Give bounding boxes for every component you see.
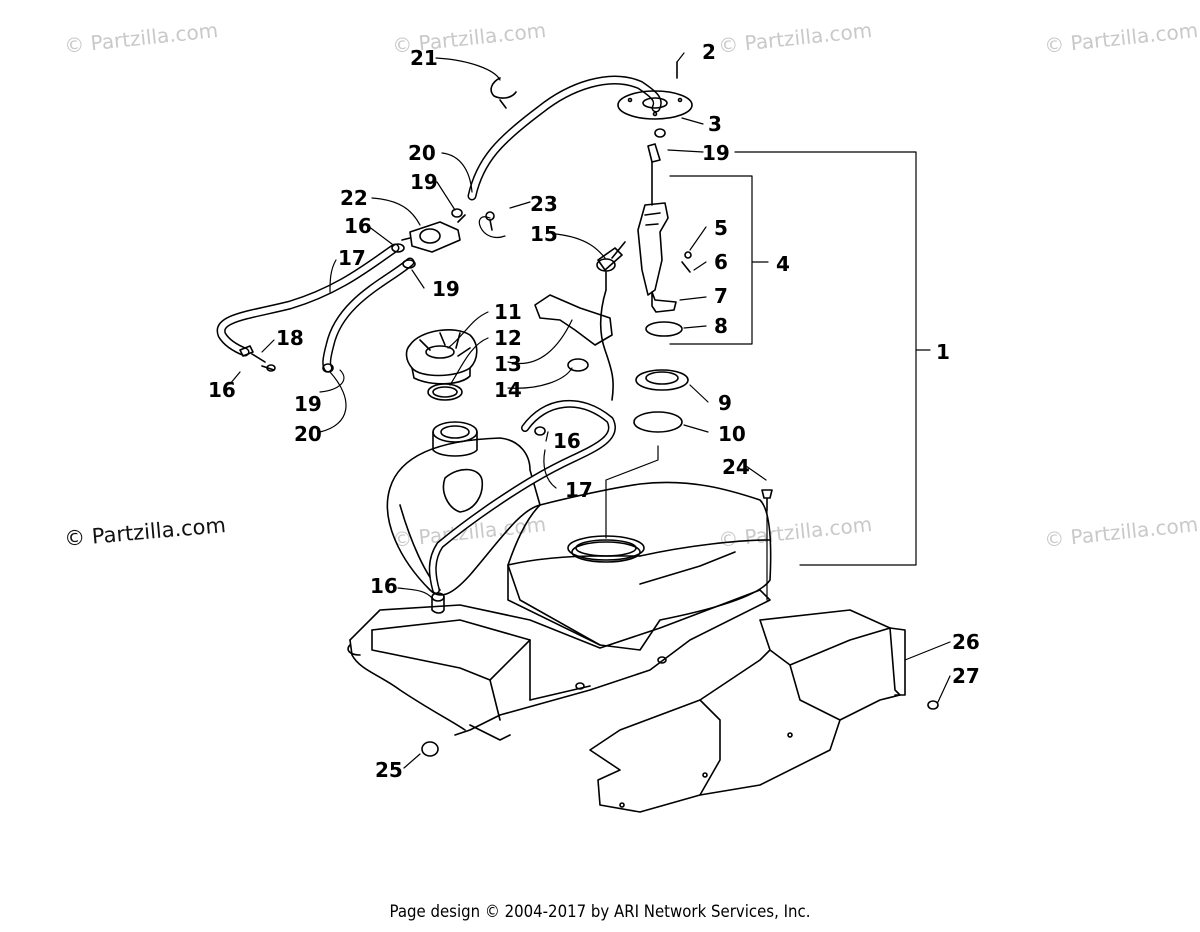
bracket	[534, 294, 613, 346]
callout-6: 6	[714, 250, 728, 274]
hose-clamp	[567, 358, 589, 372]
callout-19-c: 19	[432, 277, 460, 301]
callout-25: 25	[375, 758, 403, 782]
callout-10: 10	[718, 422, 746, 446]
callout-20-a: 20	[408, 141, 436, 165]
leader-lines	[229, 52, 951, 769]
callout-26: 26	[952, 630, 980, 654]
vent-clamp-tail	[499, 99, 507, 109]
callout-5: 5	[714, 216, 728, 240]
callout-23: 23	[530, 192, 558, 216]
callout-17-b: 17	[565, 478, 593, 502]
screw	[485, 211, 495, 231]
callout-16-a: 16	[344, 214, 372, 238]
skid-plate	[589, 609, 906, 813]
fuel-cap-gasket-inner	[432, 386, 458, 398]
fuel-cap-gasket	[427, 383, 463, 401]
callout-19-d: 19	[294, 392, 322, 416]
callout-14: 14	[494, 378, 522, 402]
callout-20-b: 20	[294, 422, 322, 446]
pump-gasket-10	[633, 411, 683, 433]
pump-seal-8	[645, 321, 683, 337]
plug-27	[927, 700, 939, 710]
callout-15: 15	[530, 222, 558, 246]
pump-retainer-9	[635, 369, 689, 391]
grommet-24	[761, 489, 773, 511]
callout-16-b: 16	[208, 378, 236, 402]
vent-hose-17-left-fill	[218, 245, 398, 355]
callout-16-d: 16	[370, 574, 398, 598]
fuel-pump-assembly	[637, 143, 677, 313]
callout-22: 22	[340, 186, 368, 210]
callout-1: 1	[936, 340, 950, 364]
callout-3: 3	[708, 112, 722, 136]
fuel-cap	[405, 329, 478, 385]
bolt-6	[681, 261, 691, 273]
pump-retainer-9-inner	[645, 371, 679, 385]
callout-4: 4	[776, 252, 790, 276]
callout-8: 8	[714, 314, 728, 338]
callout-2: 2	[702, 40, 716, 64]
callout-12: 12	[494, 326, 522, 350]
page-footer: Page design © 2004-2017 by ARI Network S…	[389, 902, 811, 922]
rollover-valve	[401, 214, 466, 253]
callout-7: 7	[714, 284, 728, 308]
callout-11: 11	[494, 300, 522, 324]
callout-19-b: 19	[410, 170, 438, 194]
fuel-filter	[596, 241, 626, 401]
callout-17-a: 17	[338, 246, 366, 270]
callout-24: 24	[722, 455, 750, 479]
fuel-pump-flange	[617, 90, 693, 120]
callout-16-c: 16	[553, 429, 581, 453]
callout-21: 21	[410, 46, 438, 70]
nut-5	[684, 251, 692, 259]
vent-hose-20-upper-fill	[469, 77, 661, 199]
callout-13: 13	[494, 352, 522, 376]
callout-27: 27	[952, 664, 980, 688]
vent-clamp	[490, 77, 517, 99]
callout-9: 9	[718, 391, 732, 415]
callout-19-a: 19	[702, 141, 730, 165]
vent-hose-17-tank-fill	[430, 401, 615, 593]
hose-connector	[239, 345, 276, 372]
vent-hose-20-lower	[322, 257, 415, 373]
hose-fittings	[322, 128, 666, 436]
callout-18: 18	[276, 326, 304, 350]
plug-25	[421, 741, 439, 757]
